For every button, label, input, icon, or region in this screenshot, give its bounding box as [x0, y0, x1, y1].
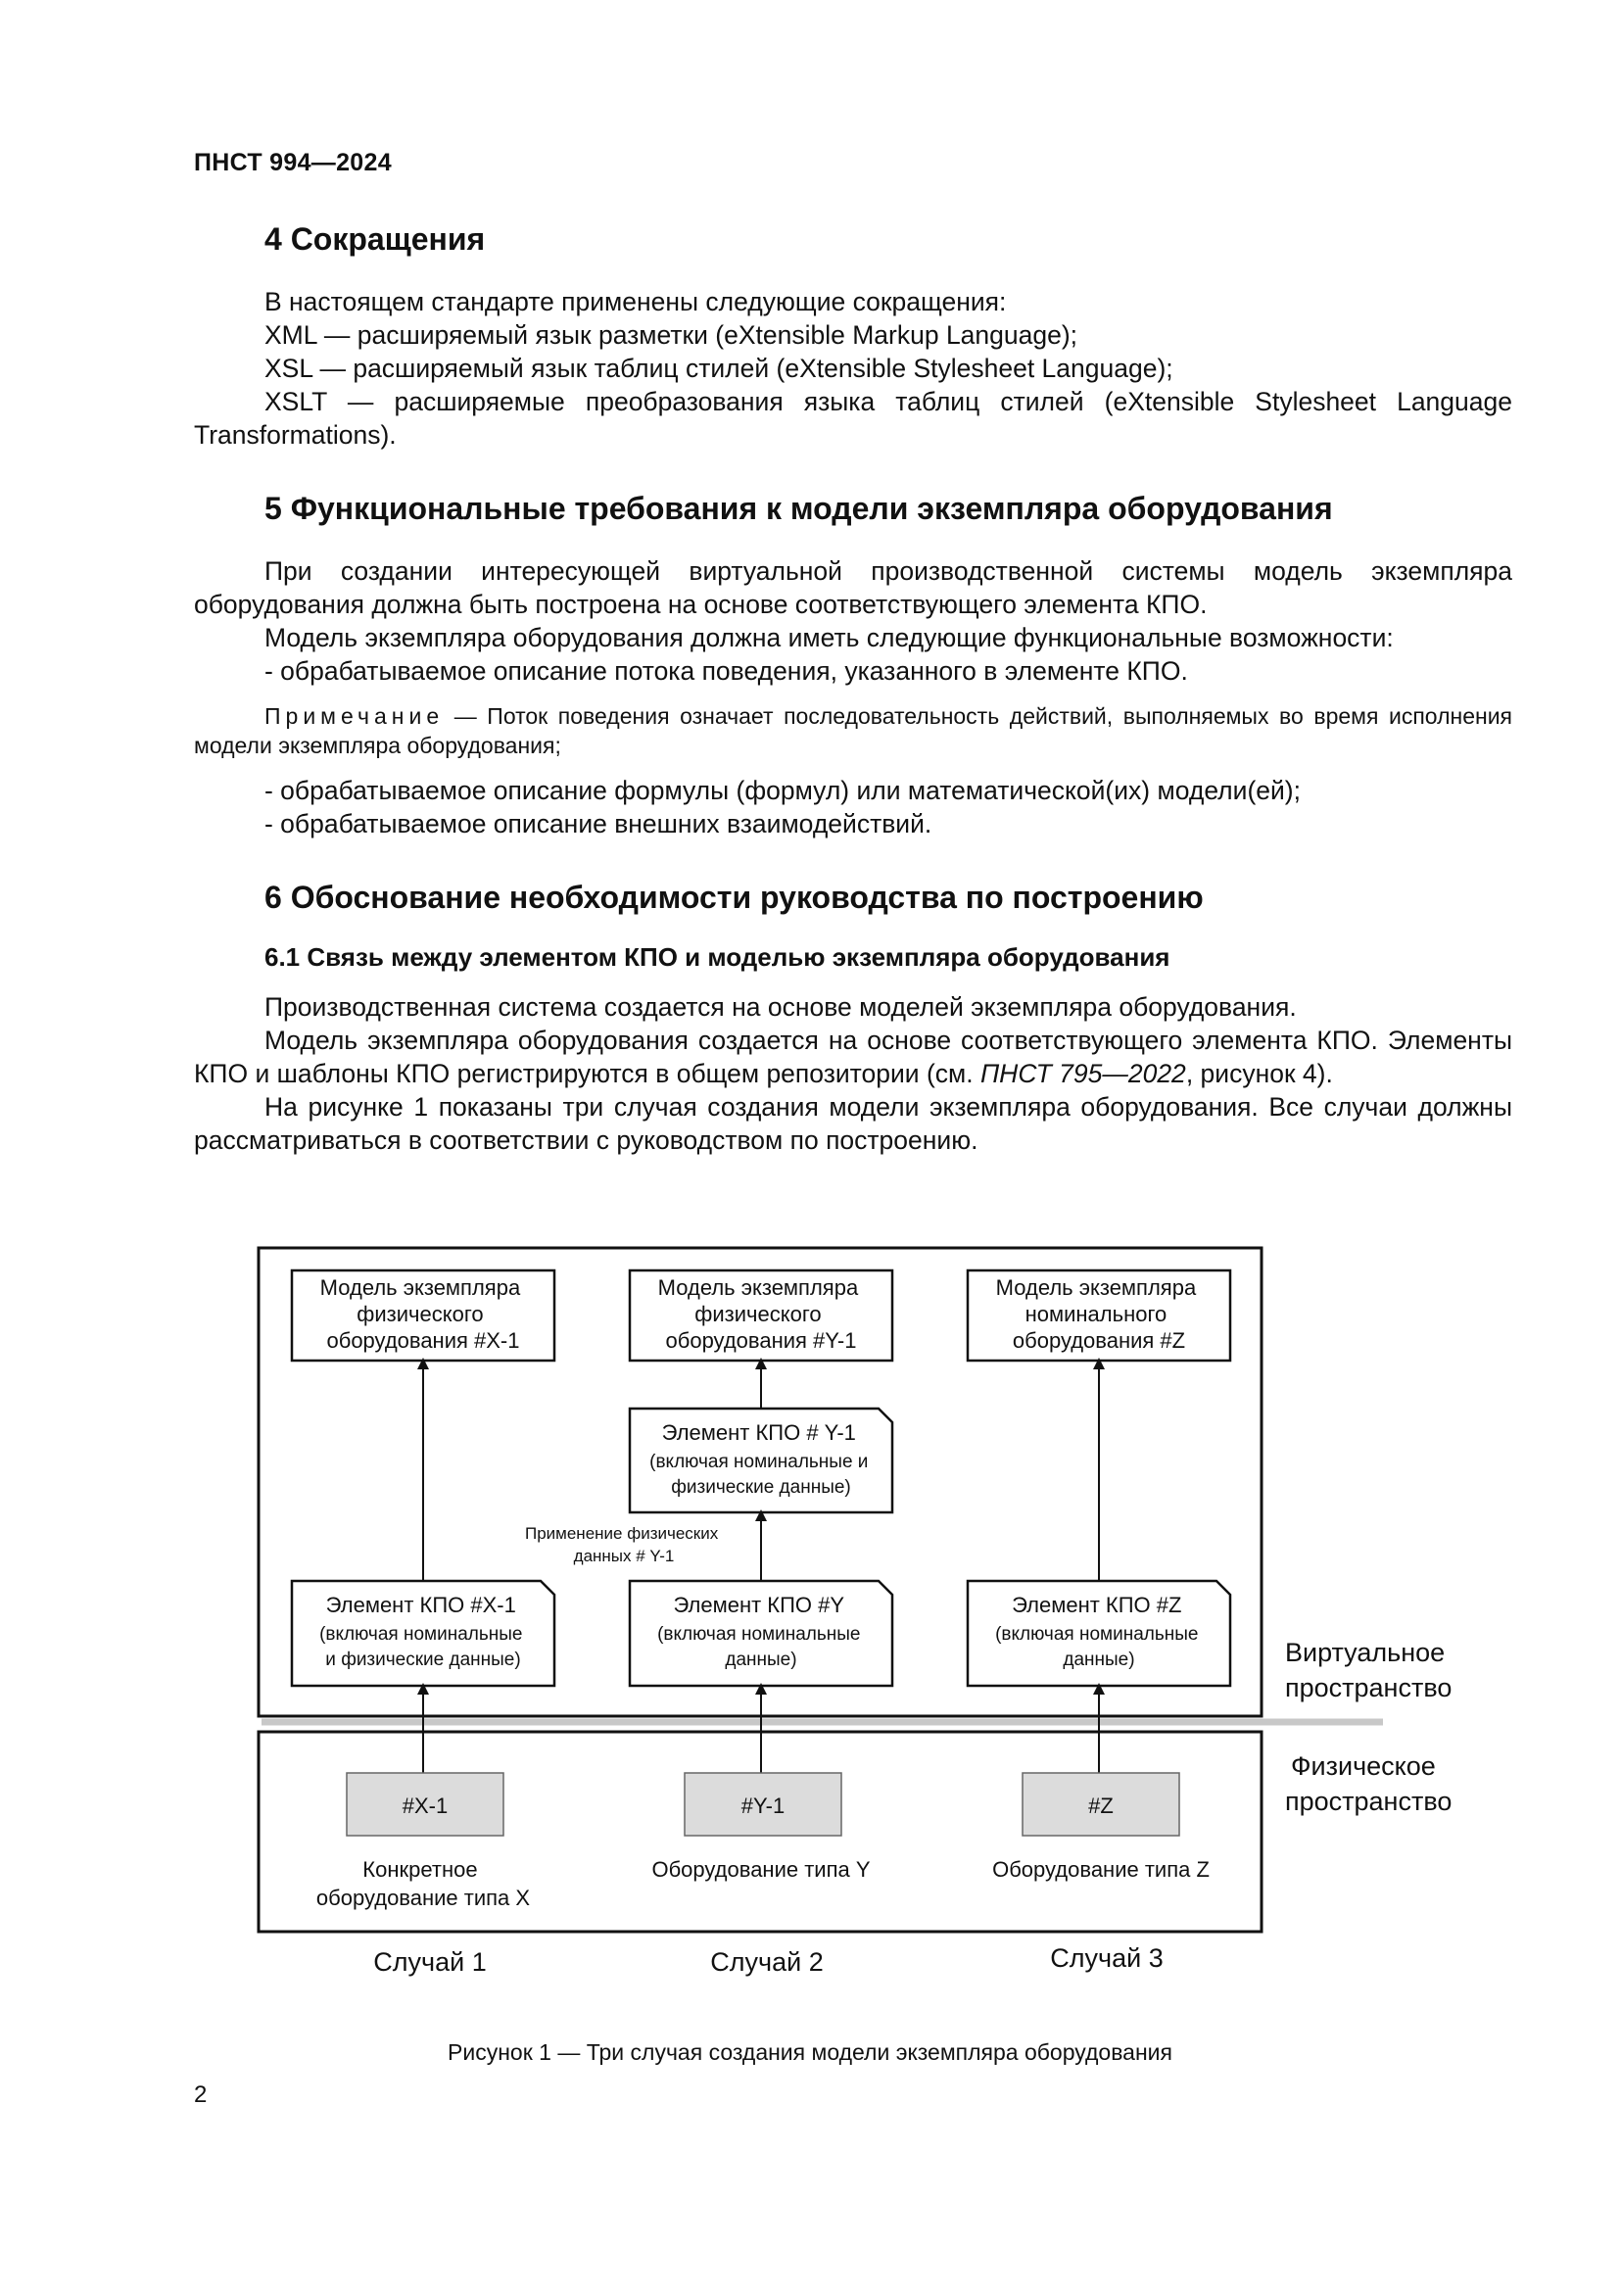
- paragraph-text: , рисунок 4).: [1185, 1059, 1333, 1089]
- apply-physical-data-label: Применение физических данных # Y-1: [525, 1524, 723, 1565]
- section-5-paragraph: Модель экземпляра оборудования должна им…: [264, 622, 1394, 652]
- figure-caption: Рисунок 1 — Три случая создания модели э…: [448, 2039, 1172, 2065]
- virtual-space-label: Виртуальное пространство: [1285, 1638, 1453, 1702]
- section-5-title: 5 Функциональные требования к модели экз…: [264, 490, 1333, 526]
- note: Примечание — Поток поведения означает по…: [194, 701, 1512, 760]
- element-x-label: Элемент КПО #X-1 (включая номинальные и …: [319, 1593, 527, 1670]
- section-4-intro: В настоящем стандарте применены следующи…: [264, 286, 1007, 316]
- element-z-label: Элемент КПО #Z (включая номинальные данн…: [995, 1593, 1203, 1670]
- abbrev-item: XSLT — расширяемые преобразования языка …: [194, 386, 1512, 450]
- case-1-label: Случай 1: [373, 1947, 486, 1977]
- model-x-label: Модель экземпляра физического оборудован…: [320, 1275, 527, 1353]
- page-number: 2: [194, 2081, 208, 2108]
- element-box-z: [966, 1579, 1232, 1688]
- document-id: ПНСТ 994—2024: [194, 149, 392, 176]
- device-z-label: #Z: [1088, 1794, 1114, 1818]
- model-box-x: [290, 1268, 556, 1363]
- device-box-z: [1022, 1772, 1180, 1837]
- physical-space-frame: [257, 1730, 1263, 1934]
- case-3-label: Случай 3: [1050, 1943, 1163, 1973]
- section-4-title: 4 Сокращения: [264, 221, 486, 257]
- element-box-y1: [628, 1407, 894, 1514]
- section-6: 6 Обоснование необходимости руководства …: [194, 880, 1512, 1158]
- device-y-label: #Y-1: [741, 1794, 785, 1818]
- model-box-y: [628, 1268, 894, 1363]
- list-item: - обрабатываемое описание потока поведен…: [264, 655, 1188, 686]
- standard-reference: ПНСТ 795—2022: [979, 1059, 1186, 1089]
- section-6-paragraph: Производственная система создается на ос…: [264, 992, 1297, 1023]
- subsection-6-1-title: 6.1 Связь между элементом КПО и моделью …: [264, 942, 1170, 973]
- note-text: — Поток поведения означает последователь…: [194, 702, 1512, 758]
- section-6-title: 6 Обоснование необходимости руководства …: [264, 879, 1204, 915]
- device-x-label: #X-1: [403, 1794, 448, 1818]
- element-y1-label: Элемент КПО # Y-1 (включая номинальные и…: [649, 1420, 873, 1498]
- element-box-x: [290, 1579, 556, 1688]
- model-box-z: [966, 1268, 1232, 1363]
- model-y-label: Модель экземпляра физического оборудован…: [658, 1275, 865, 1353]
- note-label: Примечание: [264, 702, 445, 729]
- document-body: 4 Сокращения В настоящем стандарте приме…: [194, 221, 1512, 1196]
- model-z-label: Модель экземпляра номинального оборудова…: [996, 1275, 1203, 1353]
- element-box-y: [628, 1579, 894, 1688]
- case-2-label: Случай 2: [710, 1947, 823, 1977]
- section-6-paragraph: На рисунке 1 показаны три случая создани…: [194, 1092, 1512, 1156]
- physical-space-label: Физическое пространство: [1285, 1751, 1452, 1816]
- virtual-space-frame: [257, 1246, 1263, 1718]
- element-y-label: Элемент КПО #Y (включая номинальные данн…: [657, 1593, 865, 1670]
- section-5: 5 Функциональные требования к модели экз…: [194, 491, 1512, 840]
- equipment-type-z: Оборудование типа Z: [992, 1857, 1210, 1882]
- equipment-type-y: Оборудование типа Y: [651, 1857, 870, 1882]
- section-4: 4 Сокращения В настоящем стандарте приме…: [194, 221, 1512, 452]
- equipment-type-x: Конкретное оборудование типа X: [316, 1857, 530, 1910]
- device-box-y: [684, 1772, 842, 1837]
- list-item: - обрабатываемое описание внешних взаимо…: [264, 808, 932, 838]
- section-6-paragraph: Модель экземпляра оборудования создается…: [194, 1024, 1512, 1090]
- list-item: - обрабатываемое описание формулы (форму…: [264, 775, 1301, 805]
- section-5-paragraph: При создании интересующей виртуальной пр…: [194, 555, 1512, 619]
- abbrev-item: XML — расширяемый язык разметки (eXtensi…: [264, 319, 1078, 350]
- device-box-x: [346, 1772, 504, 1837]
- abbrev-item: XSL — расширяемый язык таблиц стилей (eX…: [264, 353, 1173, 383]
- paragraph-text: Модель экземпляра оборудования создается…: [194, 1026, 1512, 1089]
